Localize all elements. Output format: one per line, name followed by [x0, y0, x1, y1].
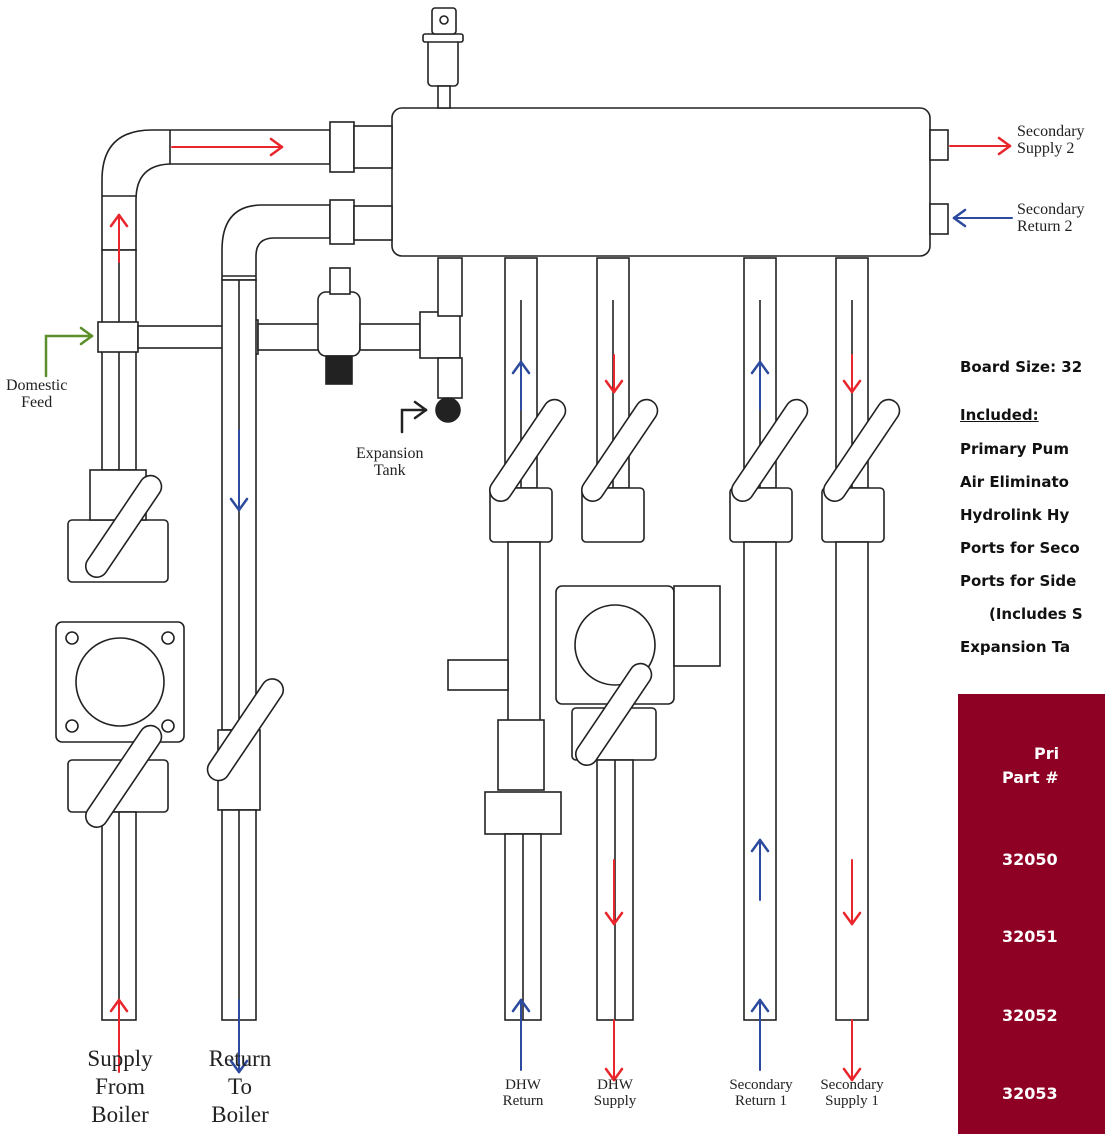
included-item: Air Eliminato: [960, 473, 1069, 491]
flow-arrows: [44, 136, 1013, 1082]
hydrolink-header: [391, 107, 931, 257]
parts-row: 32052: [1002, 1006, 1058, 1025]
air-eliminator-body: [427, 35, 459, 87]
parts-header-top: Pri: [1034, 744, 1060, 763]
parts-row: 32050: [1002, 850, 1058, 869]
included-item: Expansion Ta: [960, 638, 1071, 656]
included-heading: Included:: [960, 406, 1039, 424]
parts-row: 32053: [1002, 1084, 1058, 1103]
parts-row: 32051: [1002, 927, 1058, 946]
included-item: Ports for Side: [960, 572, 1077, 590]
included-item: (Includes S: [989, 605, 1083, 623]
parts-header-part: Part #: [1002, 768, 1059, 787]
expansion-tank-port: [435, 397, 461, 423]
included-item: Hydrolink Hy: [960, 506, 1070, 524]
included-item: Primary Pum: [960, 440, 1069, 458]
parts-table: Pri Part # 32050 32051 32052 32053: [958, 694, 1105, 1134]
included-item: Ports for Seco: [960, 539, 1080, 557]
board-size-text: Board Size: 32: [960, 358, 1083, 376]
